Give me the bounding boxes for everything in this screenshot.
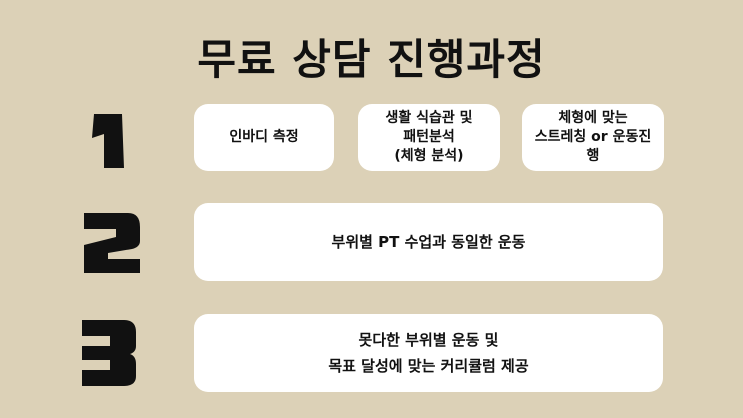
step-1-card-stretching: 체형에 맞는 스트레칭 or 운동진행 xyxy=(522,104,664,171)
step-number-2-icon xyxy=(80,207,144,277)
step-2-card-pt-exercise: 부위별 PT 수업과 동일한 운동 xyxy=(194,203,663,281)
step-number-1-icon xyxy=(90,112,126,170)
step-number-3-icon xyxy=(80,318,140,388)
page-title: 무료 상담 진행과정 xyxy=(197,35,546,84)
step-1-card-inbody: 인바디 측정 xyxy=(194,104,334,171)
step-3-card-curriculum: 못다한 부위별 운동 및 목표 달성에 맞는 커리큘럼 제공 xyxy=(194,314,663,392)
step-1-card-lifestyle-analysis: 생활 식습관 및 패턴분석 (체형 분석) xyxy=(358,104,500,171)
